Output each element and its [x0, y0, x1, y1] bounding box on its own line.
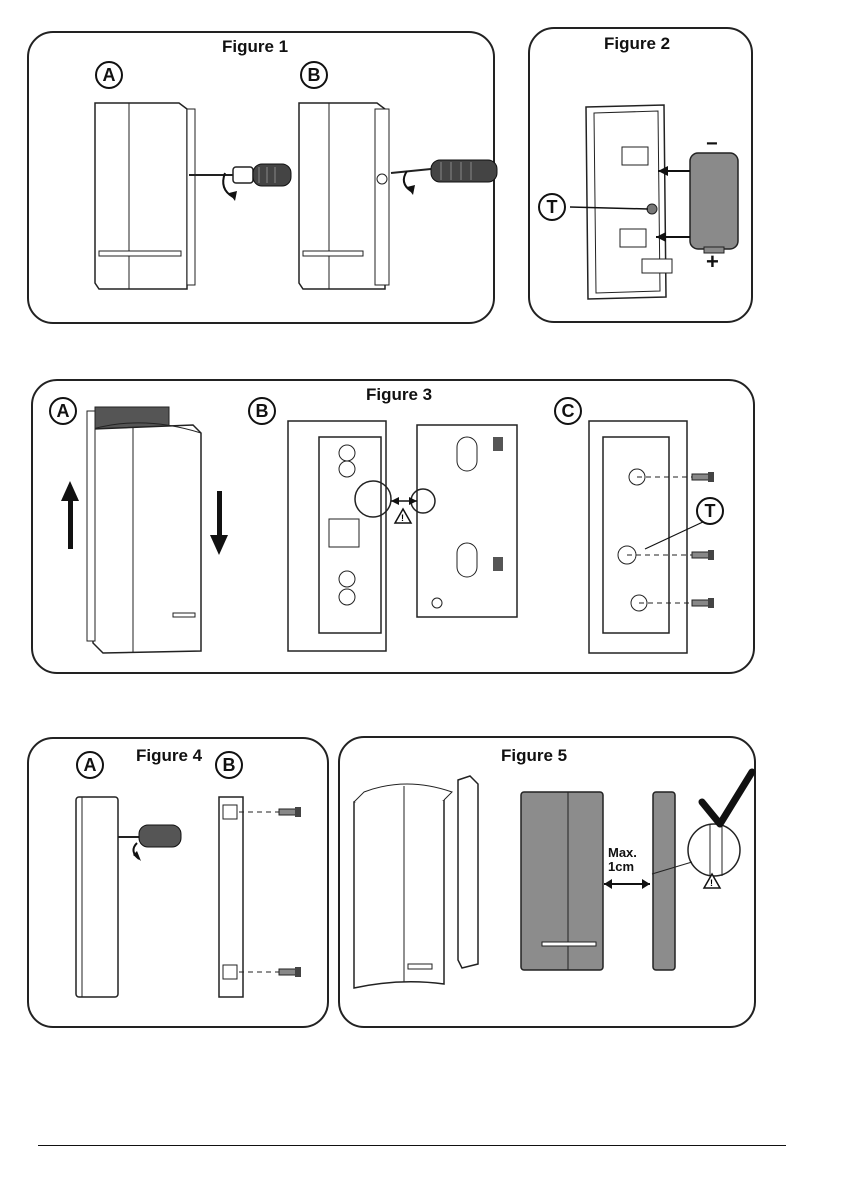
figure-2-label-t: T	[538, 193, 566, 221]
footer-rule	[38, 1145, 786, 1146]
figure-3-illustration: !	[33, 381, 757, 676]
figure-5-illustration: !	[340, 738, 758, 1030]
screw-icon	[692, 550, 716, 560]
screw-icon	[692, 472, 716, 482]
figure-3-label-t: T	[696, 497, 724, 525]
battery-minus-label: −	[706, 133, 718, 156]
screw-icon	[692, 598, 716, 608]
gap-label-distance: 1cm	[608, 860, 634, 874]
figure-4-illustration	[29, 739, 331, 1030]
figure-3-panel: Figure 3 A B C	[31, 379, 755, 674]
rotate-arrow-icon	[221, 167, 251, 207]
screw-icon	[279, 967, 303, 977]
figure-4-panel: Figure 4 A B	[27, 737, 329, 1028]
screw-icon	[279, 807, 303, 817]
gap-label-max: Max.	[608, 846, 637, 860]
svg-text:!: !	[401, 513, 404, 523]
figure-5-panel: Figure 5 ! Max. 1cm	[338, 736, 756, 1028]
rotate-arrow-icon	[401, 167, 431, 207]
figure-1-panel: Figure 1 A B	[27, 31, 495, 324]
battery-plus-label: +	[706, 249, 719, 275]
base-with-battery-illustration	[530, 29, 755, 325]
svg-text:!: !	[710, 878, 713, 888]
figure-2-panel: Figure 2 − + T	[528, 27, 753, 323]
